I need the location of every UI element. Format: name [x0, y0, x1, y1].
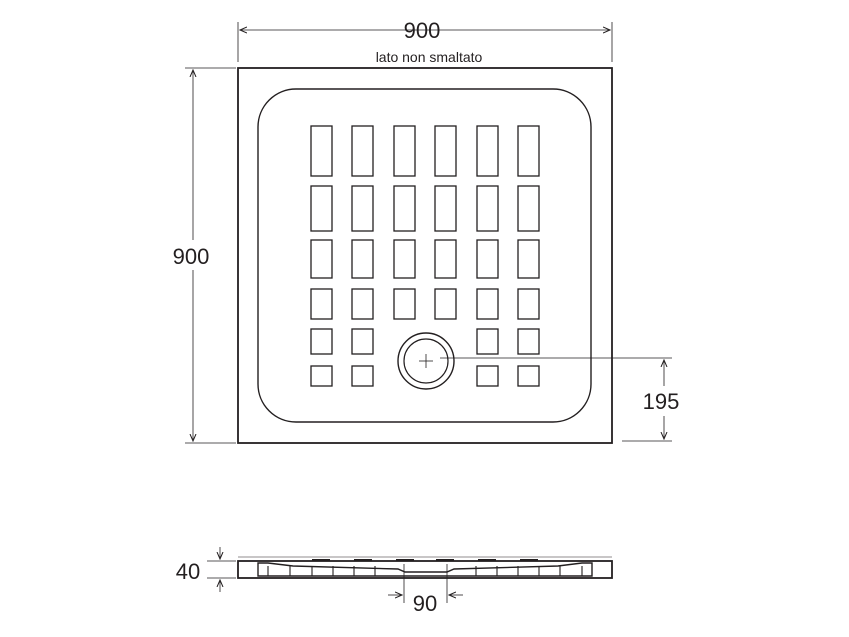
anti-slip-tile — [434, 185, 457, 232]
anti-slip-tile — [351, 288, 374, 320]
anti-slip-tile — [517, 288, 540, 320]
profile-height-label: 40 — [176, 559, 200, 584]
side-profile-view — [237, 556, 613, 579]
anti-slip-tile — [393, 288, 416, 320]
profile-outline — [237, 560, 613, 579]
drain-width-dimension: 90 — [388, 564, 463, 616]
tray-outline — [237, 67, 613, 444]
anti-slip-tile — [476, 288, 499, 320]
label-mask — [165, 240, 217, 270]
anti-slip-tile — [434, 239, 457, 279]
anti-slip-pattern — [310, 125, 540, 387]
anti-slip-tile — [517, 185, 540, 232]
anti-slip-tile — [351, 185, 374, 232]
drain-inner-ring — [403, 338, 449, 384]
anti-slip-tile — [476, 328, 499, 355]
anti-slip-tile — [310, 125, 333, 177]
anti-slip-tile — [517, 125, 540, 177]
drain-width-label: 90 — [413, 591, 437, 616]
drain — [397, 332, 455, 390]
anti-slip-tile — [351, 328, 374, 355]
anti-slip-tile — [517, 239, 540, 279]
anti-slip-tile — [476, 125, 499, 177]
anti-slip-tile — [393, 239, 416, 279]
left-height-dimension: 900 — [165, 67, 236, 444]
top-width-dimension: 900 lato non smaltato — [237, 18, 613, 65]
basin-outline — [257, 88, 592, 423]
anti-slip-tile — [310, 288, 333, 320]
anti-slip-tile — [517, 328, 540, 355]
label-mask — [636, 386, 688, 416]
profile-ribs — [267, 559, 583, 576]
anti-slip-tile — [351, 365, 374, 387]
drain-outer-ring — [397, 332, 455, 390]
anti-slip-tile — [310, 365, 333, 387]
anti-slip-tile — [310, 328, 333, 355]
unglazed-side-label: lato non smaltato — [376, 49, 483, 65]
left-height-label: 900 — [173, 244, 210, 269]
anti-slip-tile — [310, 239, 333, 279]
anti-slip-tile — [310, 185, 333, 232]
profile-height-dimension: 40 — [176, 547, 236, 592]
anti-slip-tile — [351, 125, 374, 177]
anti-slip-tile — [517, 365, 540, 387]
drain-offset-dimension: 195 — [440, 357, 688, 442]
top-width-label: 900 — [404, 18, 441, 43]
anti-slip-tile — [434, 125, 457, 177]
anti-slip-tile — [476, 365, 499, 387]
plan-view — [237, 67, 613, 444]
anti-slip-tile — [393, 185, 416, 232]
anti-slip-tile — [476, 239, 499, 279]
anti-slip-tile — [434, 288, 457, 320]
anti-slip-tile — [393, 125, 416, 177]
anti-slip-tile — [351, 239, 374, 279]
drain-offset-label: 195 — [643, 389, 680, 414]
anti-slip-tile — [476, 185, 499, 232]
profile-basin — [257, 562, 593, 577]
